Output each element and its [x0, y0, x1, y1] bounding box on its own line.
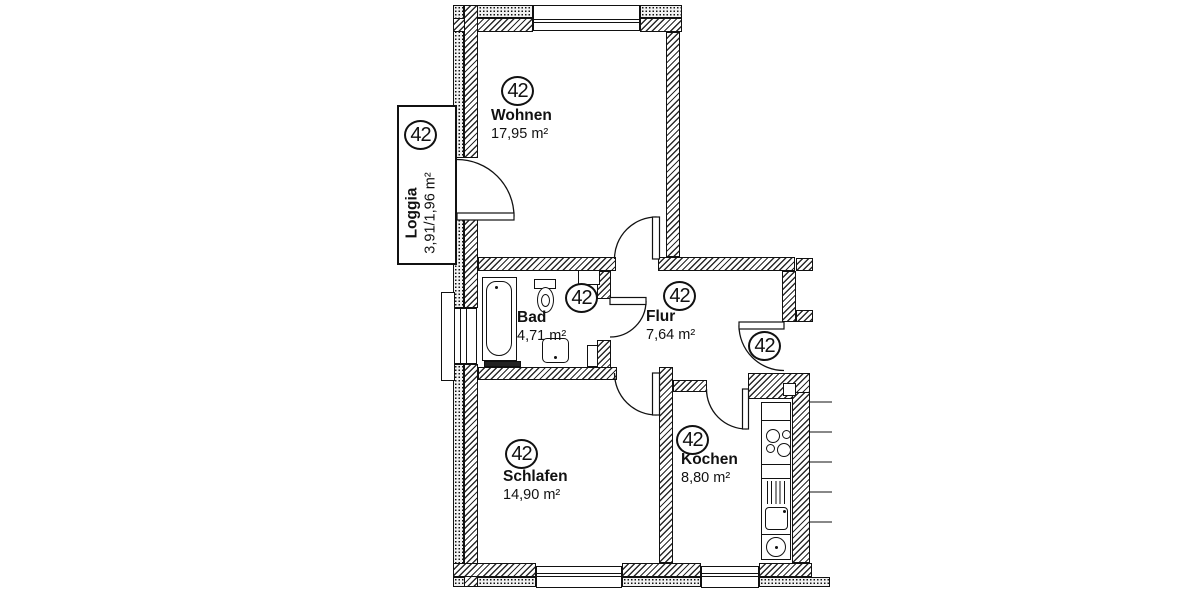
door-leaf-entrance	[738, 321, 785, 330]
wall-wohnen-right	[666, 32, 680, 257]
stove-burner-large	[777, 443, 791, 457]
wall-bottom-outer-2	[622, 577, 701, 587]
wall-bad-flur-upper	[597, 271, 611, 299]
window-wohnen-top	[533, 5, 640, 31]
room-name-wohnen: Wohnen	[491, 107, 552, 124]
room-area-bad: 4,71 m²	[517, 327, 567, 344]
window-glass-line	[702, 573, 758, 577]
unit-badge-kochen: 42	[676, 425, 709, 455]
window-bad	[454, 308, 477, 364]
wall-left-outer-3	[453, 364, 464, 587]
wall-bad-schlafen	[478, 367, 617, 380]
washbasin-drain	[554, 356, 557, 359]
room-name-bad: Bad	[517, 309, 547, 326]
door-arc-schlafen	[613, 372, 657, 416]
unit-badge-bad: 42	[565, 283, 598, 313]
stove-burner-large	[766, 429, 780, 443]
toilet-bowl	[537, 287, 554, 313]
window-kochen	[701, 566, 759, 588]
room-name-loggia: Loggia	[403, 187, 421, 239]
door-arc-bad	[609, 300, 647, 338]
wall-top-right	[640, 18, 682, 32]
unit-badge-entrance: 42	[748, 331, 781, 361]
wall-wohnen-bad	[478, 257, 616, 271]
counter-divider	[762, 464, 790, 465]
wall-bottom-1	[453, 563, 536, 577]
unit-badge-schlafen: 42	[505, 439, 538, 469]
room-area-flur: 7,64 m²	[646, 326, 696, 343]
wall-left-2	[464, 218, 478, 308]
wall-right-pier	[782, 271, 796, 322]
room-area-kochen: 8,80 m²	[681, 469, 731, 486]
wall-left-1	[464, 5, 478, 158]
room-name-kochen: Kochen	[681, 451, 738, 468]
wall-left-3	[464, 364, 478, 587]
room-label-flur: Flur 7,64 m²	[646, 308, 695, 344]
door-leaf-bad	[609, 296, 647, 306]
bathtub-drain	[495, 286, 498, 289]
window-schlafen	[536, 566, 622, 588]
room-label-loggia: Loggia 3,91/1,96 m²	[404, 156, 444, 271]
wall-kochen-top	[673, 380, 707, 392]
window-glass-line	[460, 309, 461, 363]
wall-flur-top	[658, 257, 795, 271]
counter-divider	[762, 420, 790, 421]
wall-schlafen-kochen	[659, 367, 673, 563]
door-leaf-wohnen	[651, 216, 661, 260]
wall-stair-bottom	[796, 310, 813, 322]
shaft-entrance	[783, 383, 796, 396]
stove-burner-small	[766, 444, 775, 453]
stove-burner-small	[782, 430, 791, 439]
wall-left-outer-1	[453, 5, 464, 158]
room-label-kochen: Kochen 8,80 m²	[681, 451, 738, 487]
room-name-flur: Flur	[646, 308, 676, 325]
sink-drainboard	[767, 481, 788, 504]
room-name-schlafen: Schlafen	[503, 468, 568, 485]
wall-stair-top	[796, 258, 813, 271]
room-area-loggia: 3,91/1,96 m²	[422, 172, 439, 254]
wall-bottom-2	[622, 563, 701, 577]
room-label-schlafen: Schlafen 14,90 m²	[503, 468, 568, 504]
window-glass-line	[537, 573, 621, 577]
washbasin	[542, 338, 569, 363]
wall-top-outer-right	[640, 5, 682, 18]
wall-kochen-right	[792, 392, 810, 563]
room-area-schlafen: 14,90 m²	[503, 486, 561, 503]
staircase-steps	[810, 401, 832, 523]
window-glass-line	[534, 19, 639, 23]
unit-badge-loggia: 42	[404, 120, 437, 150]
room-label-wohnen: Wohnen 17,95 m²	[491, 107, 552, 143]
wall-bad-flur-lower	[597, 340, 611, 368]
window-bad-sill	[441, 292, 455, 381]
kitchen-sink-drain	[783, 510, 786, 513]
unit-badge-wohnen: 42	[501, 76, 534, 106]
bathtub-basin	[486, 281, 512, 356]
counter-divider	[762, 534, 790, 535]
window-glass-line	[466, 309, 467, 363]
bathtub	[482, 277, 517, 361]
hotplate	[766, 537, 786, 557]
counter-divider	[762, 478, 790, 479]
door-arc-wohnen	[613, 216, 657, 260]
radiator	[484, 361, 521, 367]
room-area-wohnen: 17,95 m²	[491, 125, 549, 142]
wall-bottom-outer-1	[453, 577, 536, 587]
wall-bottom-outer-3	[759, 577, 830, 587]
unit-badge-flur: 42	[663, 281, 696, 311]
door-arc-loggia	[456, 158, 515, 217]
toilet-bowl-inner	[541, 294, 550, 307]
kitchen-sink	[765, 507, 788, 530]
shaft-bad-bottom	[587, 345, 598, 367]
door-arc-kochen	[705, 388, 747, 430]
room-label-bad: Bad 4,71 m²	[517, 309, 566, 345]
hotplate-center	[775, 546, 778, 549]
wall-bottom-3	[759, 563, 812, 577]
